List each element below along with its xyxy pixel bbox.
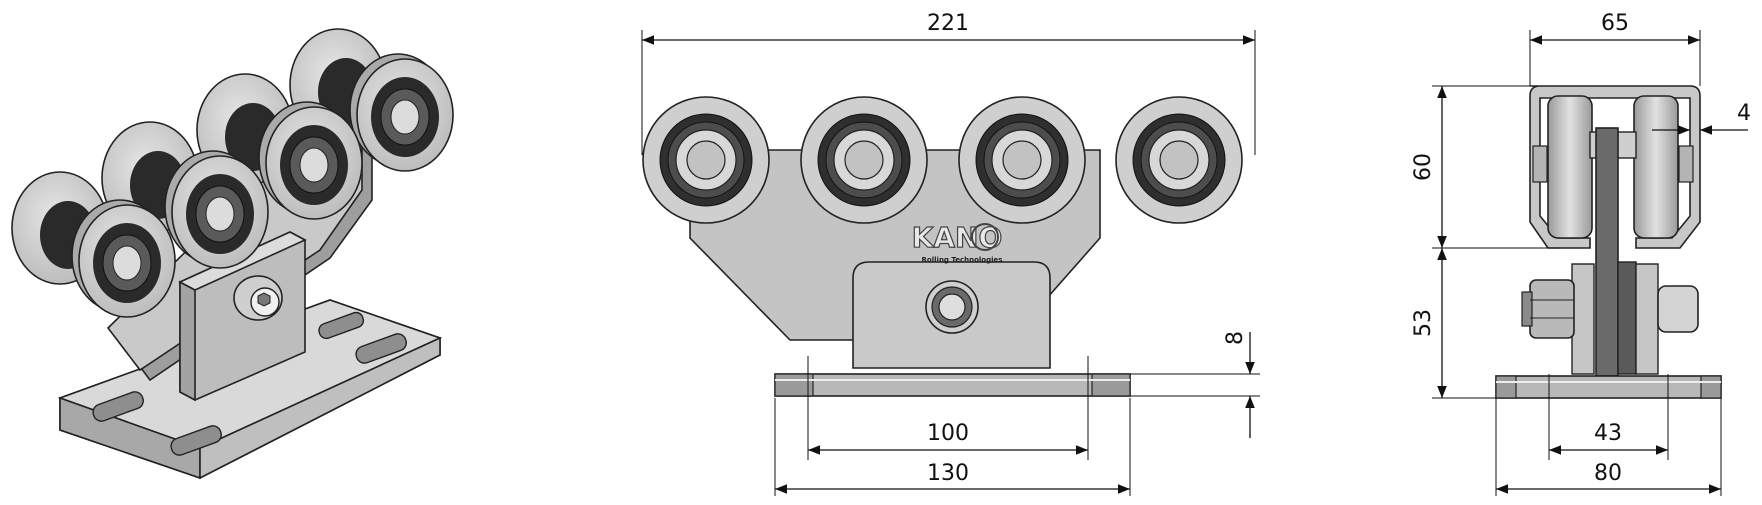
dim-side-base-width: 80 — [1495, 398, 1722, 496]
dim-base-length: 130 — [774, 398, 1131, 496]
front-wheel — [958, 96, 1086, 224]
iso-wheel — [164, 150, 269, 269]
side-nut — [1521, 279, 1575, 339]
iso-wheel — [71, 199, 176, 318]
front-bolt — [925, 280, 979, 334]
dim-wall-thickness: 4 — [1652, 101, 1751, 135]
front-base-slot-left — [774, 373, 814, 397]
dim-base-thickness-label: 8 — [1223, 331, 1248, 345]
side-view: 65 4 60 53 43 — [1411, 11, 1751, 496]
iso-wheel — [349, 53, 454, 172]
front-view: KANO Rolling Technologies — [641, 11, 1260, 496]
dim-base-hole-spacing: 100 — [807, 356, 1089, 460]
front-wheel — [800, 96, 928, 224]
iso-front-wheels — [71, 53, 454, 318]
dim-lower-height-label: 53 — [1411, 309, 1436, 337]
side-wheel-left — [1547, 95, 1593, 239]
dim-side-hole-spacing-label: 43 — [1594, 421, 1622, 446]
side-base-plate — [1495, 375, 1722, 399]
front-base-slot-right — [1091, 373, 1131, 397]
side-bolt-head — [1657, 285, 1699, 333]
isometric-view — [11, 28, 454, 480]
dim-side-base-width-label: 80 — [1594, 461, 1622, 486]
dim-lower-height: 53 — [1411, 248, 1496, 399]
side-rail-profile — [1529, 85, 1701, 249]
side-center-plate — [1595, 127, 1619, 377]
front-wheel — [642, 96, 770, 224]
dim-side-width-label: 65 — [1601, 11, 1629, 36]
dim-front-width-label: 221 — [927, 11, 969, 36]
front-wheel — [1115, 96, 1243, 224]
dim-rail-height-label: 60 — [1411, 153, 1436, 181]
front-base-plate — [774, 373, 1131, 397]
dim-base-thickness: 8 — [1130, 331, 1260, 438]
iso-wheel — [258, 101, 363, 220]
side-wheel-right — [1633, 95, 1679, 239]
brand-logo-text: KANO — [912, 221, 1003, 254]
dim-wall-thickness-label: 4 — [1737, 101, 1751, 126]
brand-tagline: Rolling Technologies — [922, 256, 1003, 264]
dim-side-hole-spacing: 43 — [1548, 374, 1669, 460]
dim-front-width: 221 — [641, 11, 1256, 155]
brand-logo: KANO Rolling Technologies — [911, 220, 1003, 264]
dim-rail-height: 60 — [1411, 85, 1560, 249]
dim-base-hole-spacing-label: 100 — [927, 421, 969, 446]
dim-base-length-label: 130 — [927, 461, 969, 486]
dim-side-width: 65 — [1529, 11, 1701, 86]
side-bracket — [1571, 263, 1595, 375]
